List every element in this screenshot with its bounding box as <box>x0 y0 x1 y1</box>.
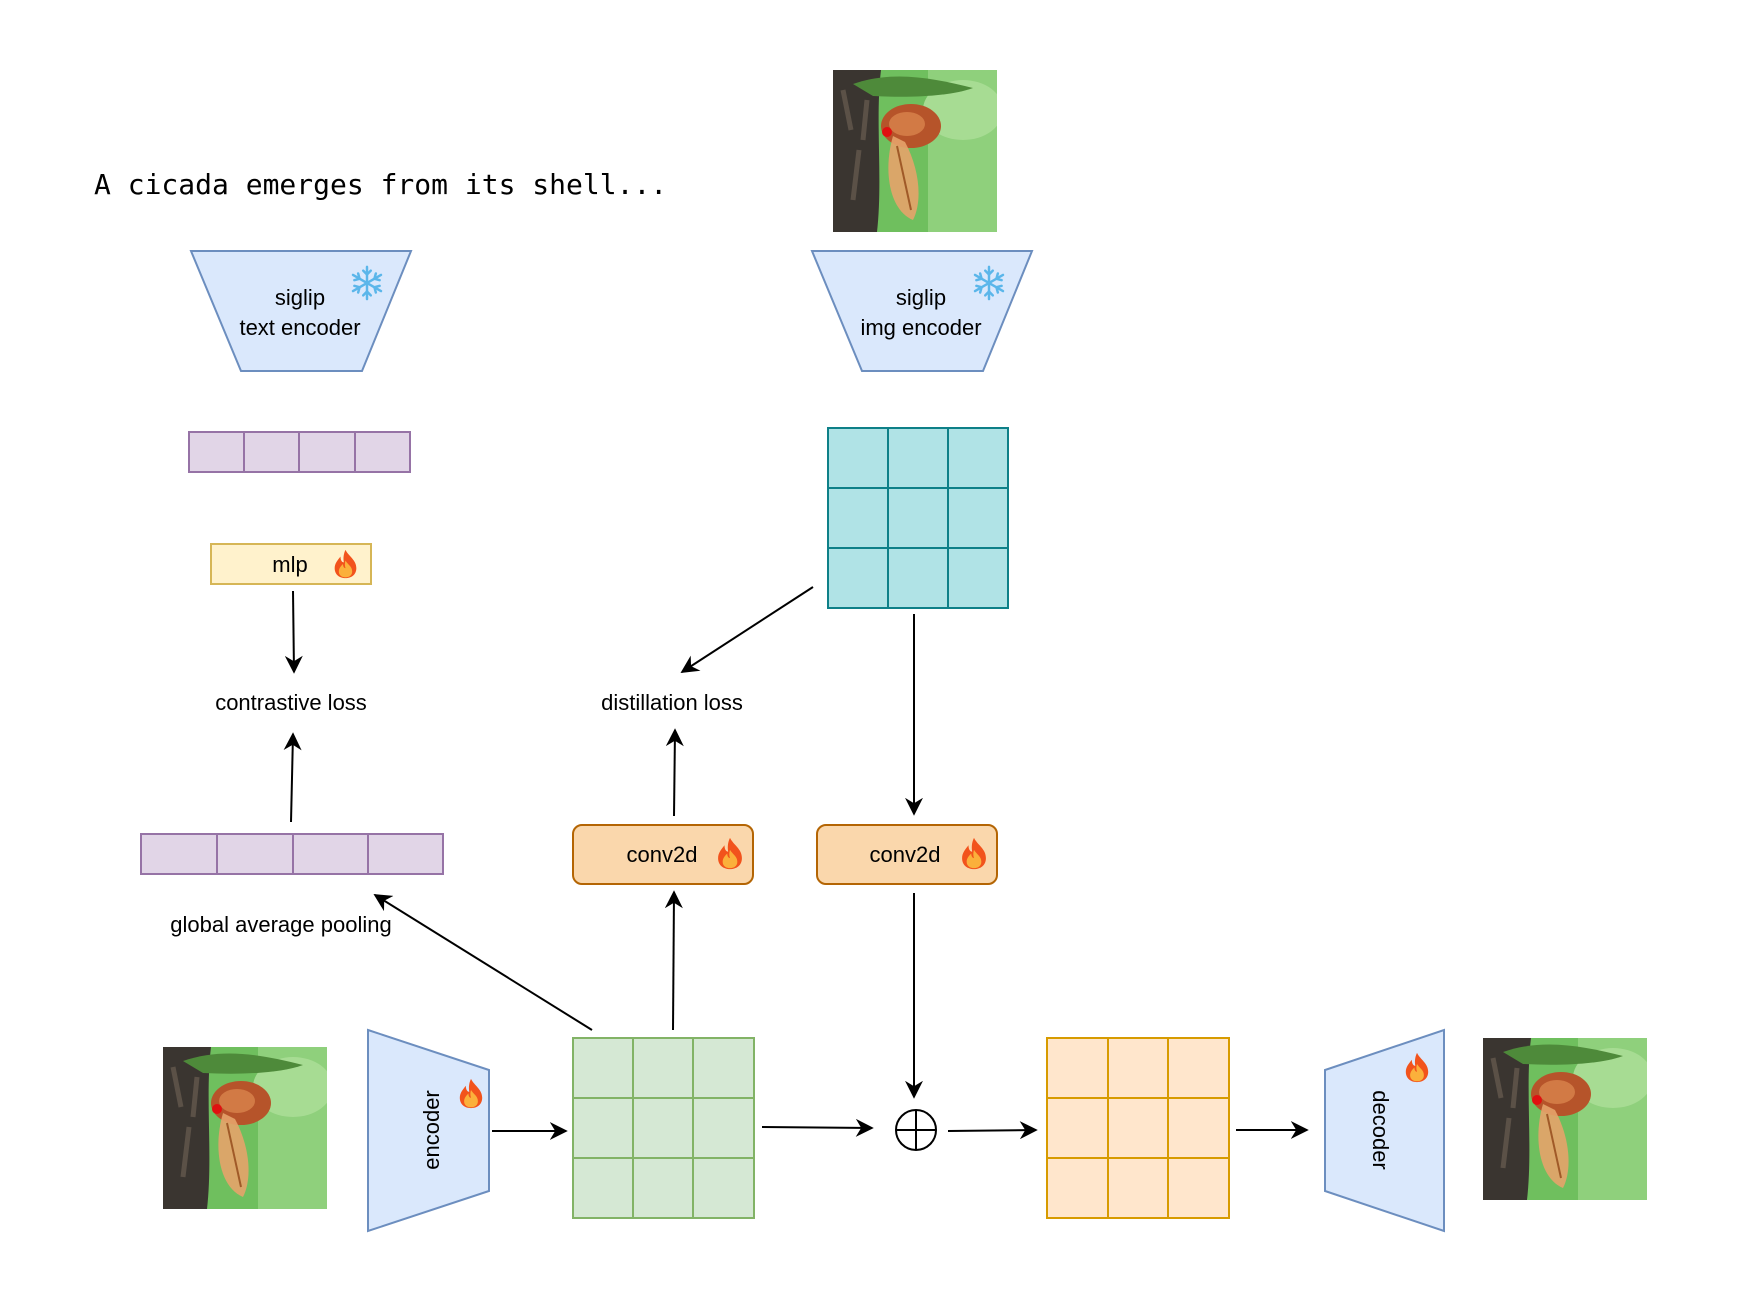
token-cell <box>216 833 294 875</box>
arrow-pooled-to-contrastive <box>283 732 302 823</box>
caption-text: A cicada emerges from its shell... <box>94 168 667 201</box>
grid-cell <box>692 1097 755 1159</box>
grid-cell <box>572 1097 634 1159</box>
grid-cell <box>1046 1157 1109 1219</box>
siglip-img-encoder: siglip img encoder <box>810 250 1034 372</box>
token-cell <box>298 431 356 473</box>
contrastive-loss-label: contrastive loss <box>215 690 367 715</box>
input-image-top <box>833 70 1003 232</box>
fused-latent-grid <box>1046 1037 1230 1219</box>
decoder-label: decoder <box>1368 1090 1393 1170</box>
grid-cell <box>572 1037 634 1099</box>
mlp-label: mlp <box>272 552 307 577</box>
grid-cell <box>1167 1157 1230 1219</box>
arrow-latent-to-conv <box>664 890 683 1031</box>
arrow-conv-to-distillation <box>665 728 684 817</box>
grid-cell <box>632 1157 694 1219</box>
grid-cell <box>572 1157 634 1219</box>
mlp-block: mlp <box>210 543 372 585</box>
encoder-latent-grid <box>572 1037 755 1219</box>
global-average-pooling-label: global average pooling <box>170 912 391 937</box>
token-cell <box>243 431 300 473</box>
text-encoder-line1: siglip <box>275 285 325 310</box>
siglip-text-encoder: siglip text encoder <box>189 250 413 372</box>
arrow-latent-to-pooling <box>373 894 593 1031</box>
text-embedding-tokens <box>188 431 411 473</box>
grid-cell <box>947 547 1009 609</box>
pooled-embedding-tokens <box>140 833 444 875</box>
output-image <box>1483 1038 1653 1200</box>
conv2d-left: conv2d <box>572 824 754 885</box>
conv2d-right: conv2d <box>816 824 998 885</box>
add-operator <box>895 1109 937 1151</box>
grid-cell <box>632 1037 694 1099</box>
grid-cell <box>692 1037 755 1099</box>
grid-cell <box>1046 1097 1109 1159</box>
encoder-block: encoder <box>367 1028 490 1233</box>
distillation-loss-label: distillation loss <box>601 690 743 715</box>
arrow-teal-to-distillation <box>680 586 814 673</box>
conv2d-left-label: conv2d <box>627 842 698 867</box>
siglip-image-feature-grid <box>827 427 1009 609</box>
grid-cell <box>692 1157 755 1219</box>
text-encoder-line2: text encoder <box>239 315 360 340</box>
token-cell <box>140 833 218 875</box>
grid-cell <box>1107 1157 1169 1219</box>
arrow-add-to-fused <box>947 1121 1038 1140</box>
connection-arrows <box>283 586 1309 1140</box>
grid-cell <box>887 547 949 609</box>
grid-cell <box>887 487 949 549</box>
grid-cell <box>827 427 889 489</box>
grid-cell <box>632 1097 694 1159</box>
decoder-block: decoder <box>1324 1028 1445 1233</box>
grid-cell <box>827 547 889 609</box>
grid-cell <box>887 427 949 489</box>
arrow-latent-to-add <box>761 1118 874 1137</box>
grid-cell <box>1107 1037 1169 1099</box>
grid-cell <box>947 427 1009 489</box>
grid-cell <box>1167 1037 1230 1099</box>
token-cell <box>354 431 411 473</box>
token-cell <box>367 833 444 875</box>
arrow-mlp-to-contrastive <box>284 590 303 674</box>
grid-cell <box>1046 1037 1109 1099</box>
grid-cell <box>1167 1097 1230 1159</box>
grid-cell <box>1107 1097 1169 1159</box>
img-encoder-line1: siglip <box>896 285 946 310</box>
input-image <box>163 1047 333 1209</box>
grid-cell <box>947 487 1009 549</box>
conv2d-right-label: conv2d <box>870 842 941 867</box>
img-encoder-line2: img encoder <box>860 315 981 340</box>
grid-cell <box>827 487 889 549</box>
encoder-label: encoder <box>419 1090 444 1170</box>
token-cell <box>188 431 245 473</box>
token-cell <box>292 833 369 875</box>
